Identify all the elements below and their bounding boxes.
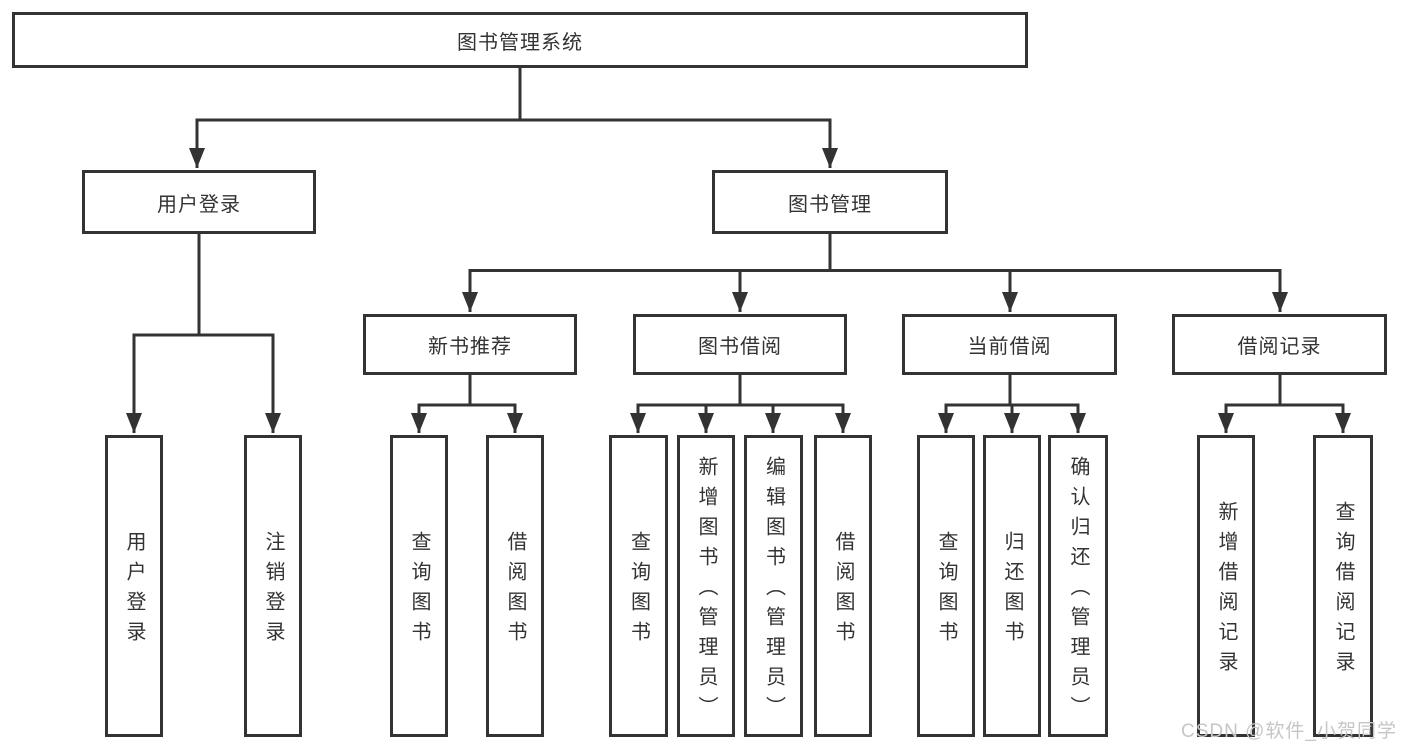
leaf-borrow-book-recommend: 借阅图书: [486, 435, 544, 737]
leaf-return-book-label: 归还图书: [1001, 531, 1023, 651]
node-book-management: 图书管理: [712, 170, 948, 234]
leaf-user-login: 用户登录: [105, 435, 163, 737]
leaf-add-book-admin: 新增图书（管理员）: [677, 435, 735, 737]
csdn-watermark: CSDN @软件_小贺同学: [1181, 721, 1397, 742]
leaf-add-borrow-record-label: 新增借阅记录: [1215, 501, 1237, 681]
node-book-borrow: 图书借阅: [633, 314, 847, 375]
node-new-book-recommend: 新书推荐: [363, 314, 577, 375]
leaf-query-book-borrow-label: 查询图书: [627, 531, 650, 651]
node-current-borrow: 当前借阅: [902, 314, 1117, 375]
leaf-user-login-label: 用户登录: [123, 531, 145, 651]
leaf-add-borrow-record: 新增借阅记录: [1197, 435, 1255, 737]
leaf-borrow-book: 借阅图书: [814, 435, 872, 737]
node-library-management-system: 图书管理系统: [12, 12, 1028, 68]
leaf-borrow-book-label: 借阅图书: [832, 531, 854, 651]
leaf-logout-label: 注销登录: [262, 531, 284, 651]
leaf-query-book-current-label: 查询图书: [935, 531, 957, 651]
leaf-query-book-recommend: 查询图书: [390, 435, 448, 737]
leaf-query-book-current: 查询图书: [917, 435, 975, 737]
node-borrow-record: 借阅记录: [1172, 314, 1387, 375]
leaf-query-book-borrow: 查询图书: [609, 435, 668, 737]
leaf-edit-book-admin-label: 编辑图书（管理员）: [762, 456, 785, 726]
leaf-return-book: 归还图书: [983, 435, 1041, 737]
node-user-login: 用户登录: [82, 170, 316, 234]
leaf-logout: 注销登录: [244, 435, 302, 737]
leaf-edit-book-admin: 编辑图书（管理员）: [744, 435, 803, 737]
leaf-query-borrow-record: 查询借阅记录: [1313, 435, 1373, 737]
leaf-borrow-book-recommend-label: 借阅图书: [504, 531, 526, 651]
leaf-confirm-return-admin-label: 确认归还（管理员）: [1067, 456, 1089, 726]
leaf-add-book-admin-label: 新增图书（管理员）: [695, 456, 717, 726]
leaf-query-borrow-record-label: 查询借阅记录: [1332, 501, 1354, 681]
leaf-confirm-return-admin: 确认归还（管理员）: [1048, 435, 1108, 737]
leaf-query-book-recommend-label: 查询图书: [408, 531, 430, 651]
